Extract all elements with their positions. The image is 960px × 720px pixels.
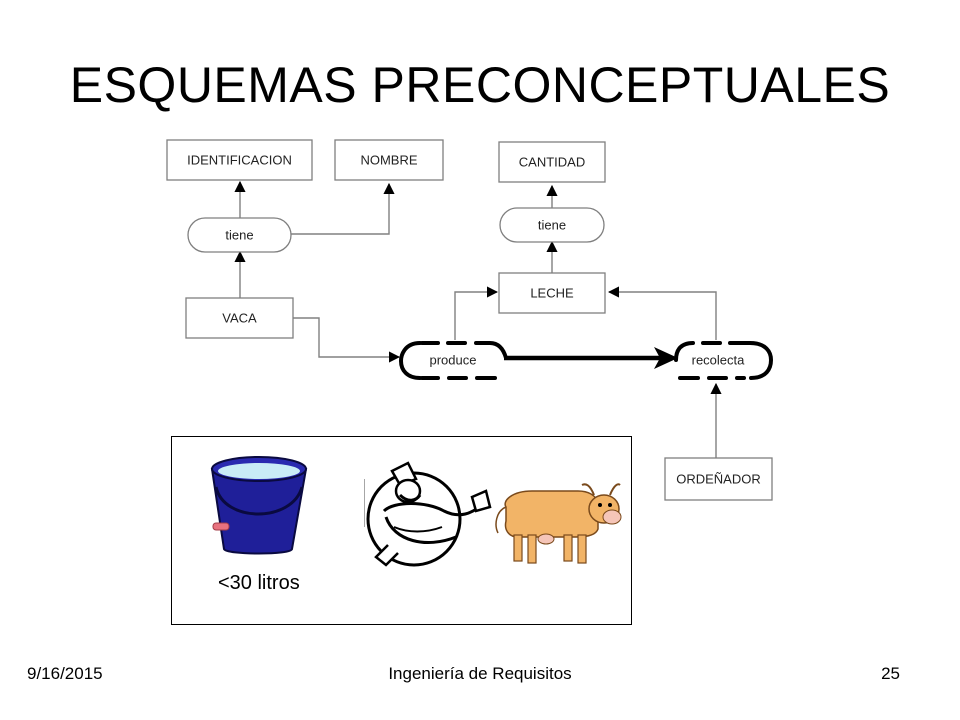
node-nombre <box>334 139 444 181</box>
node-recolecta-label: recolecta <box>692 353 746 368</box>
illustration-caption: <30 litros <box>218 572 300 594</box>
edge-vaca-produce <box>293 317 401 363</box>
node-produce-label: produce <box>430 353 477 368</box>
edge-produce-recolecta-head <box>654 347 678 369</box>
edge-recolecta-leche <box>607 286 717 340</box>
node-leche-label: LECHE <box>530 286 574 301</box>
node-vaca-label: VACA <box>222 311 257 326</box>
node-recolecta: recolecta <box>674 341 774 380</box>
node-vaca <box>185 297 294 339</box>
cow-icon <box>495 483 622 564</box>
bucket-icon <box>210 456 308 555</box>
node-tiene-right <box>499 207 605 243</box>
node-identificacion <box>166 139 313 181</box>
node-nombre-label: NOMBRE <box>360 153 417 168</box>
node-produce: produce <box>398 341 508 380</box>
node-identificacion-label: IDENTIFICACION <box>187 153 292 168</box>
footer-page-number: 25 <box>881 664 900 683</box>
node-tiene-left-label: tiene <box>225 228 253 243</box>
node-ordenador <box>664 457 773 501</box>
footer-date: 9/16/2015 <box>27 664 103 683</box>
node-tiene-right-label: tiene <box>538 218 566 233</box>
node-ordenador-label: ORDEÑADOR <box>676 472 761 487</box>
node-tiene-left <box>187 217 292 253</box>
node-leche <box>498 272 606 314</box>
illustration-panel <box>171 436 632 625</box>
milkman-icon <box>364 461 492 567</box>
edge-produce-leche <box>454 286 499 340</box>
slide-title: ESQUEMAS PRECONCEPTUALES <box>69 57 891 113</box>
node-cantidad <box>498 141 606 183</box>
edge-tiene-nombre <box>291 182 395 235</box>
footer-course-title: Ingeniería de Requisitos <box>388 664 572 683</box>
node-cantidad-label: CANTIDAD <box>519 155 585 170</box>
